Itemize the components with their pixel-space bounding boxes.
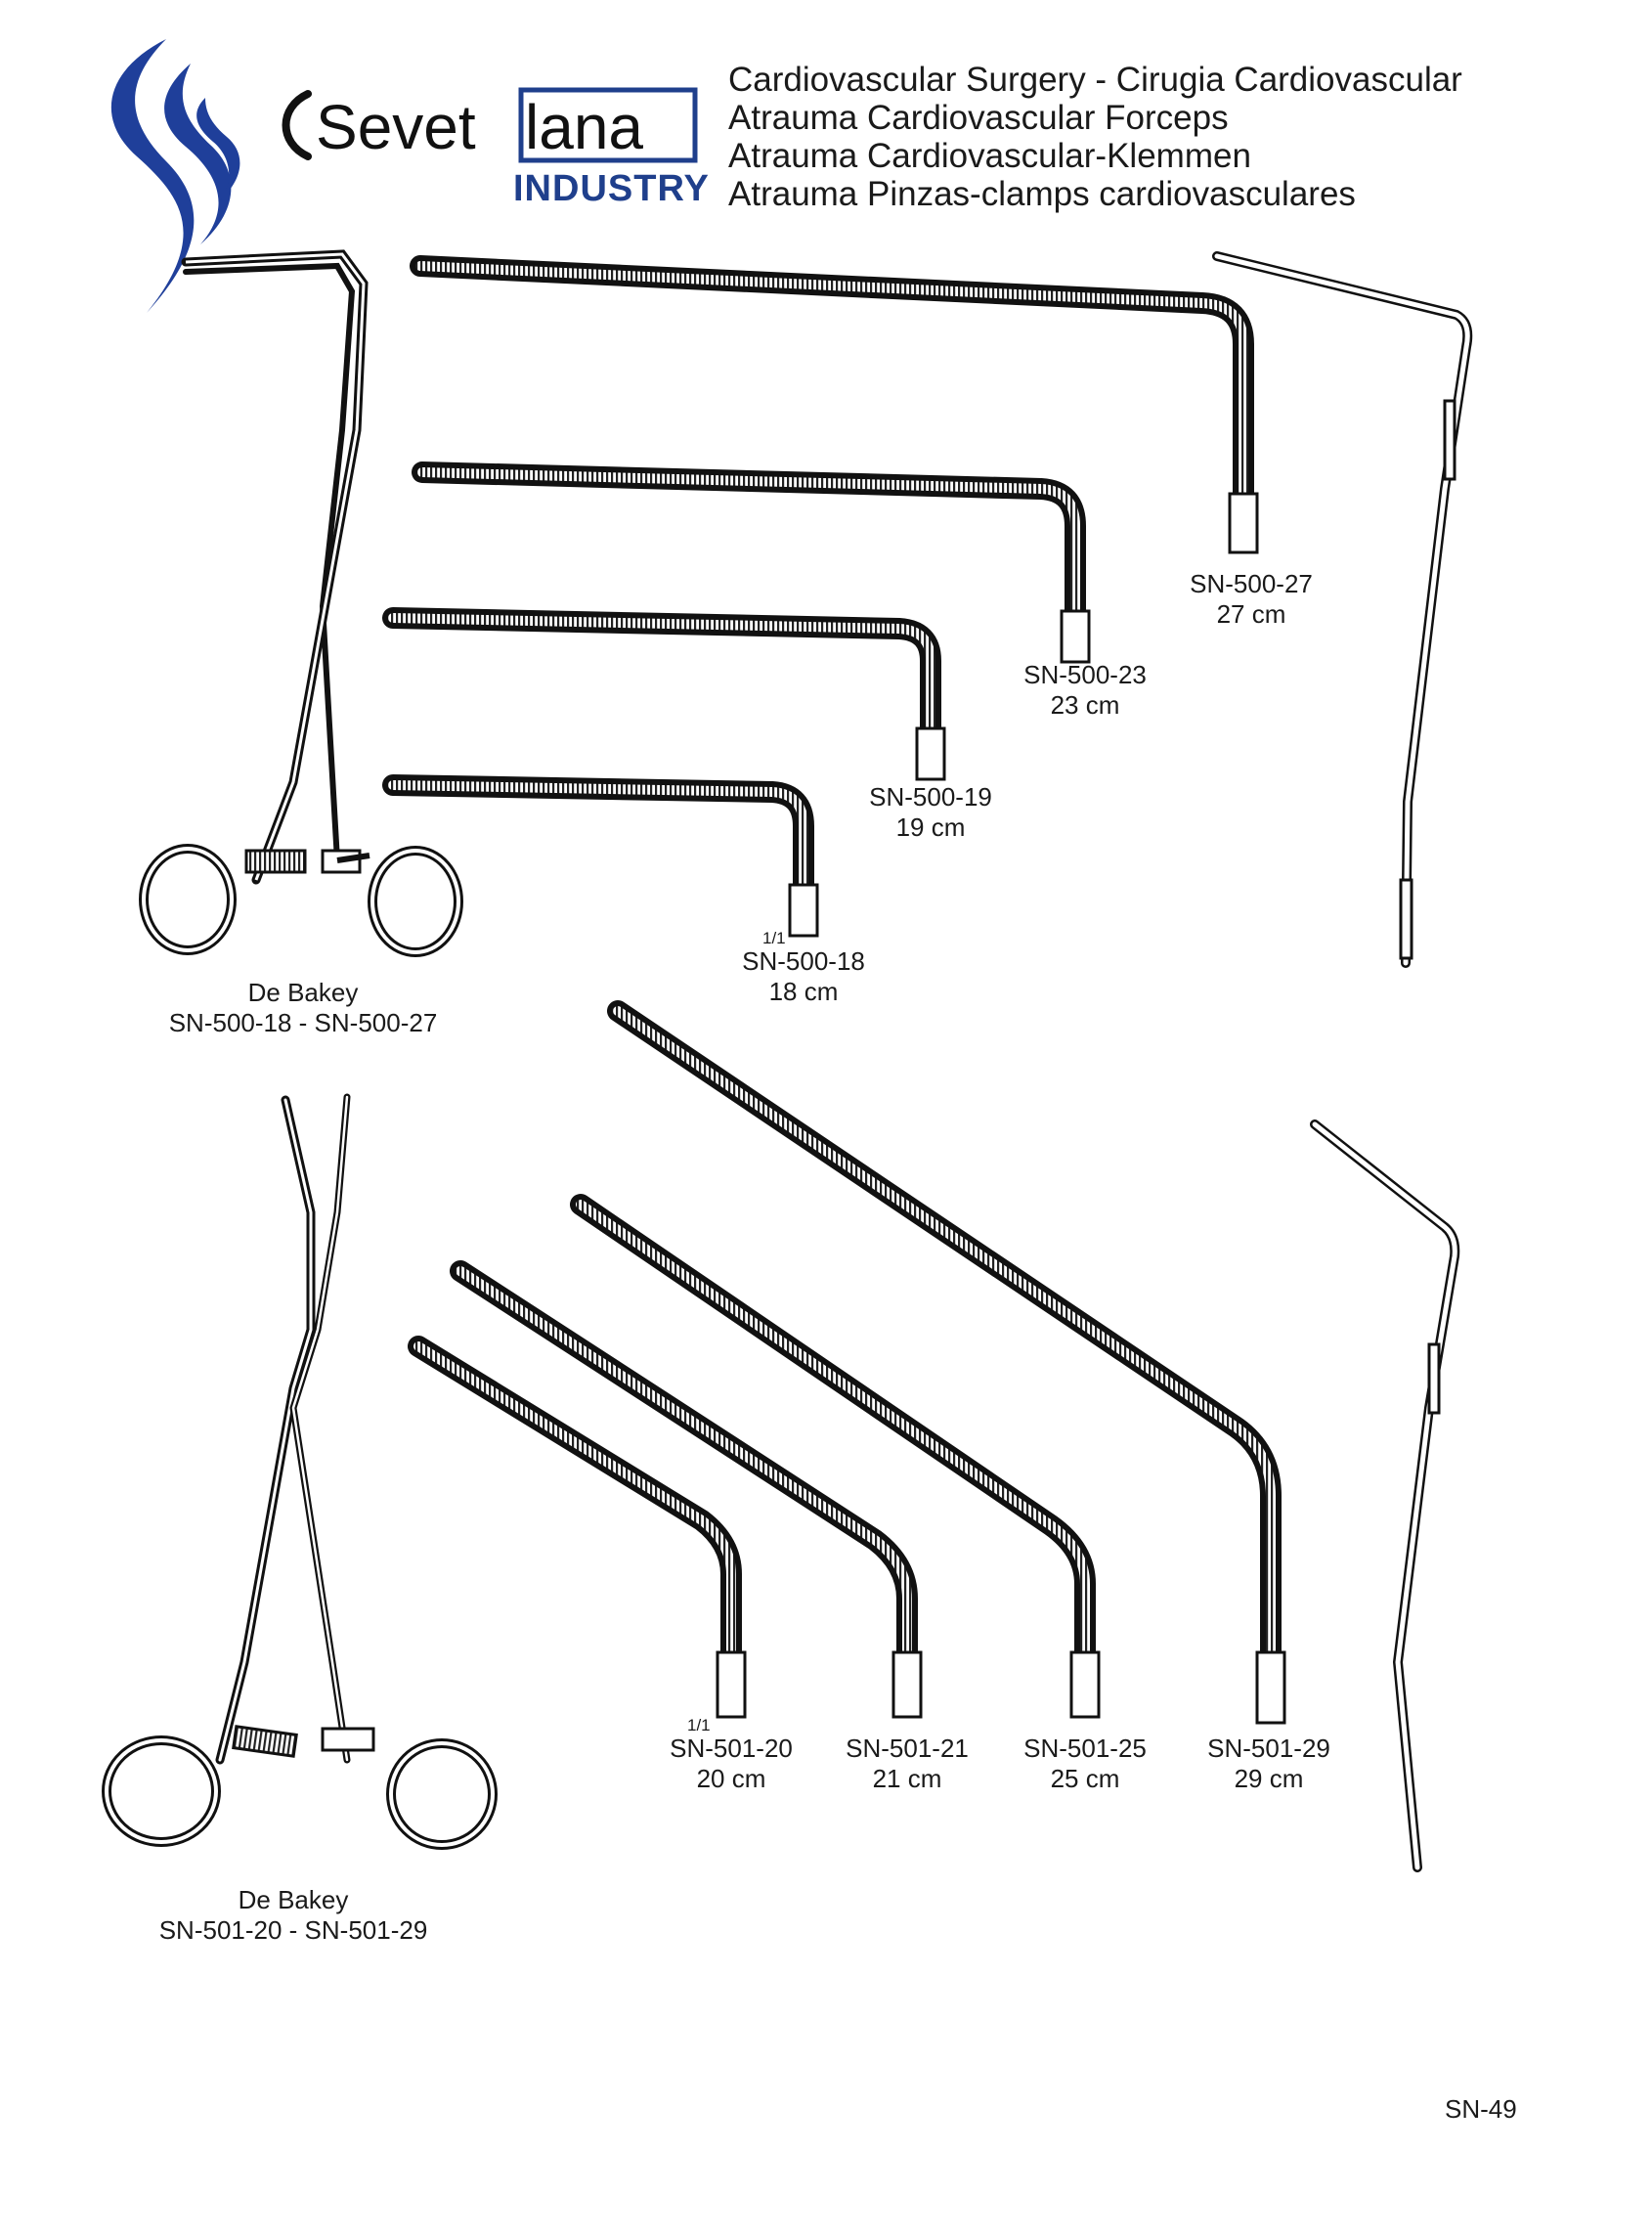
item-size: 27 cm xyxy=(1216,599,1286,629)
group2-caption-range: SN-501-20 - SN-501-29 xyxy=(158,1915,428,1945)
item-label-sn-500-19: SN-500-19 19 cm xyxy=(852,782,1009,843)
item-label-sn-501-20: SN-501-20 20 cm xyxy=(653,1734,809,1794)
item-size: 25 cm xyxy=(1050,1764,1120,1793)
group1-caption: De Bakey SN-500-18 - SN-500-27 xyxy=(147,978,459,1038)
brand-wordmark: Sevet lana xyxy=(269,86,699,164)
item-label-sn-501-29: SN-501-29 29 cm xyxy=(1191,1734,1347,1794)
debakey-clamp-500-side-illustration xyxy=(139,249,463,957)
jaw-500-23-illustration xyxy=(412,461,1091,664)
scale-note: 1/1 xyxy=(762,929,786,947)
item-size: 19 cm xyxy=(895,812,966,842)
jaw-500-27-illustration xyxy=(410,255,1259,554)
group2-caption-name: De Bakey xyxy=(238,1885,349,1914)
header-line-1: Cardiovascular Surgery - Cirugia Cardiov… xyxy=(728,61,1462,99)
header-titles: Cardiovascular Surgery - Cirugia Cardiov… xyxy=(728,61,1462,213)
brand-industry: INDUSTRY xyxy=(513,168,710,209)
item-size: 23 cm xyxy=(1050,690,1120,720)
item-label-sn-501-25: SN-501-25 25 cm xyxy=(1007,1734,1163,1794)
item-label-sn-500-23: SN-500-23 23 cm xyxy=(1007,660,1163,721)
clamp-501-top-view-illustration xyxy=(1310,1120,1460,1872)
jaw-501-29-illustration xyxy=(607,1000,1286,1725)
item-label-sn-500-27: SN-500-27 27 cm xyxy=(1173,569,1329,630)
jaw-500-18-illustration xyxy=(382,774,819,938)
jaw-501-25-illustration xyxy=(570,1194,1101,1719)
item-code: SN-500-18 xyxy=(742,946,865,976)
item-code: SN-500-27 xyxy=(1190,569,1313,598)
group1-caption-name: De Bakey xyxy=(247,978,359,1007)
brand-name-left: Sevet xyxy=(316,92,476,162)
item-size: 29 cm xyxy=(1234,1764,1304,1793)
item-size: 21 cm xyxy=(872,1764,942,1793)
item-label-sn-500-18: SN-500-18 18 cm xyxy=(725,946,882,1007)
jaw-500-19-illustration xyxy=(382,607,946,781)
scale-note: 1/1 xyxy=(687,1716,711,1734)
jaw-501-20-illustration xyxy=(408,1336,747,1719)
group2-caption: De Bakey SN-501-20 - SN-501-29 xyxy=(137,1885,450,1946)
item-code: SN-501-25 xyxy=(1023,1734,1147,1763)
item-size: 20 cm xyxy=(696,1764,766,1793)
item-code: SN-500-19 xyxy=(869,782,992,812)
item-code: SN-501-20 xyxy=(670,1734,793,1763)
item-size: 18 cm xyxy=(768,977,839,1006)
jaw-501-21-illustration xyxy=(450,1260,923,1719)
header-line-3: Atrauma Cardiovascular-Klemmen xyxy=(728,137,1251,175)
header-line-4: Atrauma Pinzas-clamps cardiovasculares xyxy=(728,175,1356,213)
brand-name-right: lana xyxy=(525,92,643,162)
item-code: SN-501-21 xyxy=(846,1734,969,1763)
page-number: SN-49 xyxy=(1445,2094,1517,2124)
item-label-sn-501-21: SN-501-21 21 cm xyxy=(829,1734,985,1794)
item-code: SN-500-23 xyxy=(1023,660,1147,689)
debakey-clamp-501-side-illustration xyxy=(102,1093,498,1850)
clamp-500-top-view-illustration xyxy=(1212,251,1473,968)
group1-caption-range: SN-500-18 - SN-500-27 xyxy=(168,1008,438,1037)
logo-swoosh-icon xyxy=(110,39,240,313)
header-line-2: Atrauma Cardiovascular Forceps xyxy=(728,99,1229,137)
item-code: SN-501-29 xyxy=(1207,1734,1330,1763)
